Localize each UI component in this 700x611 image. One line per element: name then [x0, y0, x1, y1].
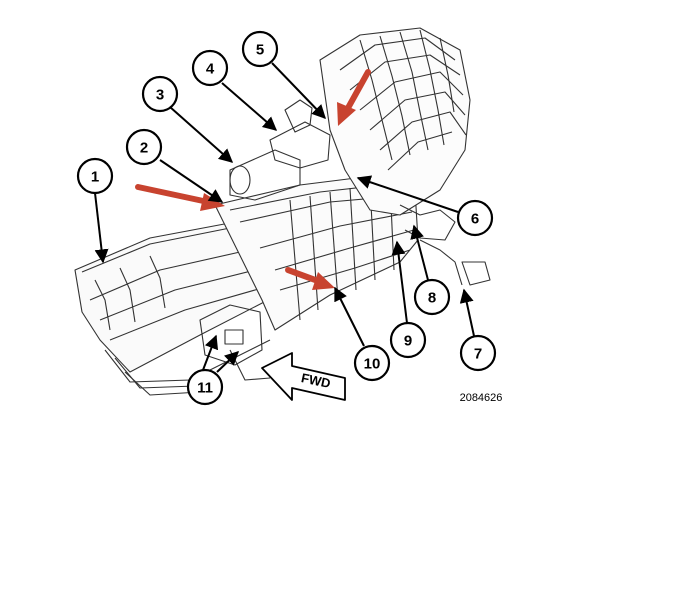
callout-label: 4 — [206, 61, 215, 78]
callouts: 1 2 3 4 5 6 7 8 — [76, 30, 497, 406]
callout-2: 2 — [125, 128, 163, 166]
figure-number: 2084626 — [460, 392, 503, 404]
hvac-housing-drawing — [74, 27, 491, 396]
forward-direction-indicator: FWD — [261, 352, 346, 401]
highlight-arrow-center — [285, 267, 335, 290]
callout-label: 8 — [428, 290, 436, 307]
callout-label: 5 — [256, 42, 264, 59]
callout-label: 3 — [156, 87, 164, 104]
callout-label: 6 — [471, 211, 479, 228]
callout-6: 6 — [456, 199, 494, 237]
callout-label: 7 — [474, 346, 482, 363]
fwd-label: FWD — [300, 370, 332, 391]
callout-label: 1 — [91, 169, 99, 186]
highlight-arrows — [135, 69, 371, 290]
callout-3: 3 — [141, 75, 179, 113]
callout-8: 8 — [413, 278, 451, 316]
callout-label: 10 — [364, 356, 381, 373]
callout-10: 10 — [353, 344, 391, 382]
callout-5: 5 — [241, 30, 279, 68]
callout-9: 9 — [389, 321, 427, 359]
leader-lines — [94, 62, 475, 373]
callout-label: 9 — [404, 333, 412, 350]
callout-1: 1 — [76, 157, 114, 195]
callout-4: 4 — [191, 49, 229, 87]
callout-11: 11 — [186, 368, 224, 406]
highlight-arrow-top — [337, 69, 371, 126]
callout-label: 2 — [140, 140, 148, 157]
callout-7: 7 — [459, 334, 497, 372]
callout-label: 11 — [197, 380, 213, 397]
highlight-arrow-left — [135, 184, 225, 211]
